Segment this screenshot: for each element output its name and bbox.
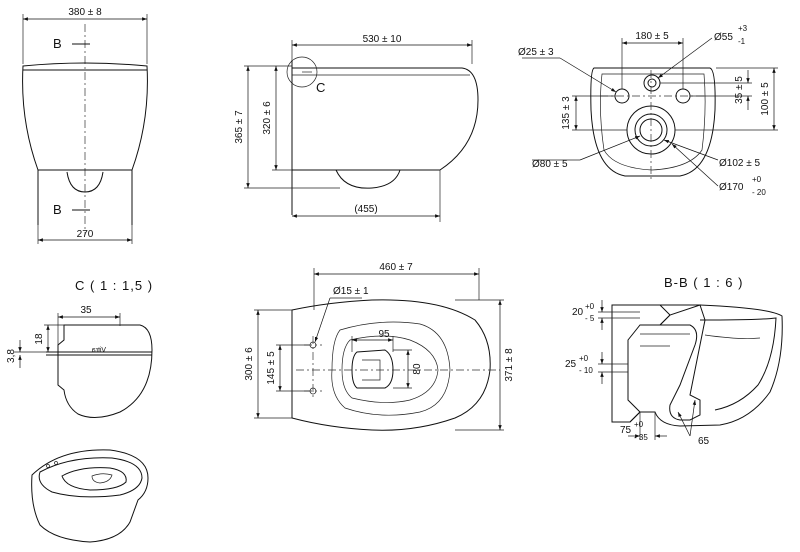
rear-outline — [590, 67, 716, 177]
section-dim-mid-tol-lower: - 10 — [579, 366, 593, 375]
section-dim-mid: 25 — [565, 359, 577, 370]
dimension-length: 530 ± 10 — [363, 34, 402, 45]
brand-mark: Vitra — [92, 347, 106, 354]
front-view: 380 ± 8 B B 270 — [22, 7, 148, 244]
dimension-trap-depth: 80 — [412, 363, 423, 375]
detail-label-c: C — [316, 80, 325, 95]
dimension-outlet-collar: Ø170 — [719, 182, 744, 193]
iso-drain — [91, 473, 113, 484]
bowl-inner — [341, 335, 439, 403]
section-wall-hatch — [611, 304, 671, 423]
section-dim-bottom-tol-upper: +0 — [634, 420, 644, 429]
dimension-outlet: Ø80 ± 5 — [532, 159, 568, 170]
section-bowl-curve — [699, 317, 777, 411]
dimension-top-width: 380 ± 8 — [68, 7, 102, 18]
top-view: 460 ± 7 Ø15 ± 1 145 ± 5 300 ± 6 95 — [244, 262, 515, 431]
iso-body-outline — [31, 449, 149, 543]
section-outer-outline — [611, 304, 783, 427]
collar-tolerance-upper: +0 — [752, 175, 762, 184]
bowl-side-outline — [291, 67, 479, 171]
rear-inner-outline — [600, 73, 706, 171]
leader-line — [689, 399, 697, 437]
detail-c-width: 35 — [80, 305, 92, 316]
leader-line — [663, 139, 719, 161]
detail-c-view: C ( 1 : 1,5 ) Vitra 35 18 3,8 — [6, 278, 153, 418]
detail-c-thickness: 3,8 — [6, 349, 17, 363]
bowl-body-outline — [22, 62, 148, 171]
detail-c-outline — [57, 324, 153, 418]
dimension-left-height: 135 ± 3 — [561, 96, 572, 130]
side-view: 530 ± 10 C 365 ± 7 320 ± 6 (455) — [234, 34, 479, 222]
dimension-top-length: 460 ± 7 — [379, 262, 413, 273]
top-outline — [291, 299, 491, 431]
outlet-curve — [335, 169, 401, 189]
isometric-view — [31, 449, 149, 543]
section-bb-view: B-B ( 1 : 6 ) 20 +0 - 5 25 +0 - 10 75 +0 — [565, 275, 783, 447]
water-inlet-inner — [647, 78, 657, 88]
dimension-total-height: 365 ± 7 — [234, 110, 245, 144]
dimension-trap-width: 95 — [378, 329, 390, 340]
brand-text: Vitra — [92, 347, 106, 354]
detail-c-title: C ( 1 : 1,5 ) — [75, 278, 153, 293]
leader-line — [579, 135, 641, 161]
iso-bolt-right — [54, 461, 58, 465]
detail-c-depth: 18 — [34, 333, 45, 345]
dimension-outlet-outer: Ø102 ± 5 — [719, 158, 761, 169]
dimension-bolt-spacing: 145 ± 5 — [266, 351, 277, 385]
dimension-inlet-offset: 35 ± 5 — [734, 76, 745, 104]
iso-bolt-left — [46, 464, 50, 468]
section-dim-bottom-tol-lower: - 35 — [634, 433, 648, 442]
section-label-top: B — [53, 36, 62, 51]
rear-view: 180 ± 5 Ø25 ± 3 Ø55 +3 -1 135 ± 3 35 ± 5… — [518, 24, 778, 197]
inlet-tolerance-upper: +3 — [738, 24, 748, 33]
detail-circle-c — [286, 56, 318, 88]
dimension-mount-height: 320 ± 6 — [262, 101, 273, 135]
leader-line — [657, 37, 713, 79]
dimension-total-width: 371 ± 8 — [504, 348, 515, 382]
dimension-inlet-hole: Ø55 — [714, 32, 733, 43]
water-inlet-hole — [643, 74, 661, 92]
collar-tolerance-lower: - 20 — [752, 188, 766, 197]
dimension-right-height: 100 ± 5 — [760, 82, 771, 116]
section-label-bottom: B — [53, 202, 62, 217]
leader-line — [314, 297, 331, 343]
leader-line — [559, 57, 617, 93]
outlet-curve — [66, 171, 104, 193]
dimension-bottom-width: 270 — [77, 229, 94, 240]
section-trap-hatch — [658, 304, 706, 421]
dimension-projection: (455) — [354, 204, 377, 215]
section-dim-top-tol-upper: +0 — [585, 302, 595, 311]
section-dim-outlet: 65 — [698, 436, 710, 447]
section-dim-bottom: 75 — [620, 425, 632, 436]
section-dim-top-tol-lower: - 5 — [585, 314, 595, 323]
leader-line — [671, 143, 719, 187]
dimension-bolt-spacing: 180 ± 5 — [635, 31, 669, 42]
dimension-small-hole: Ø25 ± 3 — [518, 47, 554, 58]
dimension-back-width: 300 ± 6 — [244, 347, 255, 381]
drain-trap — [351, 349, 394, 389]
section-bb-title: B-B ( 1 : 6 ) — [664, 275, 743, 290]
leader-line — [677, 411, 691, 437]
iso-rim — [38, 457, 143, 498]
dimension-bolt-hole: Ø15 ± 1 — [333, 286, 369, 297]
inlet-tolerance-lower: -1 — [738, 37, 746, 46]
section-dim-top: 20 — [572, 307, 584, 318]
section-dim-mid-tol-upper: +0 — [579, 354, 589, 363]
iso-bowl-opening — [61, 467, 127, 491]
section-water-line — [704, 334, 761, 339]
